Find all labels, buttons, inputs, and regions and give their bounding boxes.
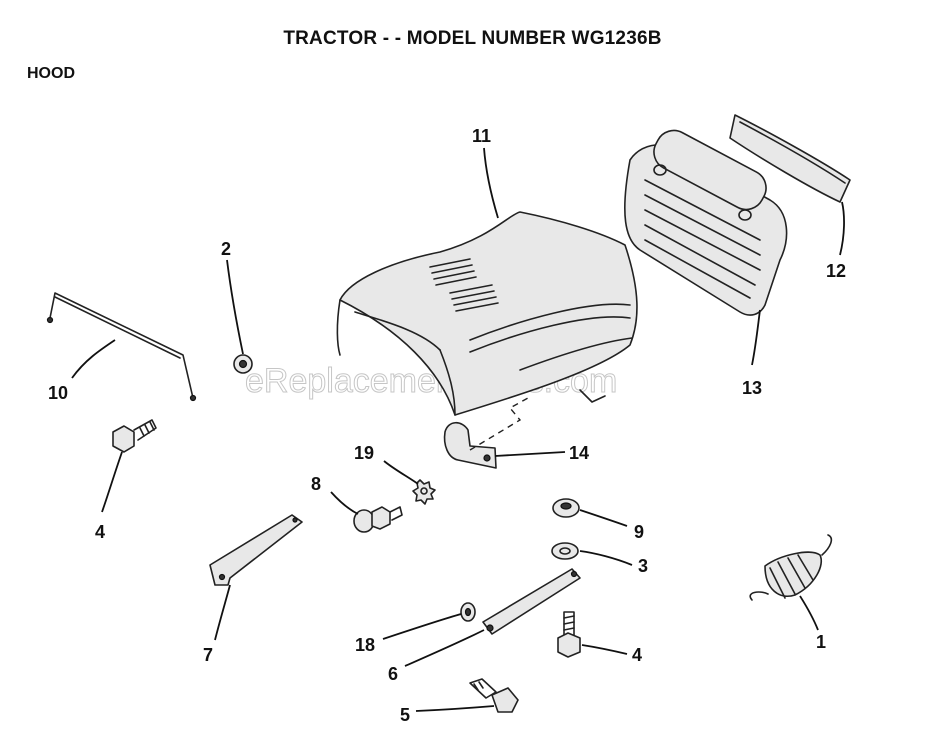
- callout-4-left: 4: [95, 522, 105, 542]
- flat-washer: [551, 542, 579, 560]
- star-washer: [412, 479, 436, 505]
- bracket-arm: [209, 514, 303, 586]
- bolt-left: [112, 419, 157, 453]
- hood-bracket: [443, 397, 529, 469]
- diagram-title: TRACTOR - - MODEL NUMBER WG1236B: [283, 28, 662, 49]
- callout-11: 11: [472, 126, 491, 146]
- nut: [233, 354, 253, 374]
- bolt-right: [557, 611, 581, 658]
- section-label: HOOD: [27, 65, 75, 82]
- hood-rod: [46, 292, 197, 402]
- callout-12: 12: [826, 261, 846, 281]
- small-washer: [460, 602, 476, 622]
- shoulder-bolt: [469, 678, 519, 713]
- hood-shell: [336, 211, 638, 416]
- callout-19: 19: [354, 443, 374, 463]
- callout-7: 7: [203, 645, 213, 665]
- spring: [749, 534, 833, 601]
- flange-bolt: [353, 506, 403, 533]
- callout-10: 10: [48, 383, 68, 403]
- callout-2: 2: [221, 239, 231, 259]
- callout-18: 18: [355, 635, 375, 655]
- callout-5: 5: [400, 705, 410, 725]
- leader-lines: [71, 147, 845, 712]
- callout-1: 1: [816, 632, 826, 652]
- callout-4-right: 4: [632, 645, 642, 665]
- callout-8: 8: [311, 474, 321, 494]
- grille: [624, 129, 788, 316]
- callout-9: 9: [634, 522, 644, 542]
- callout-3: 3: [638, 556, 648, 576]
- grille-trim: [729, 114, 851, 203]
- callout-13: 13: [742, 378, 762, 398]
- lock-nut: [552, 498, 580, 518]
- callout-6: 6: [388, 664, 398, 684]
- support-strap: [482, 568, 581, 635]
- callout-14: 14: [569, 443, 589, 463]
